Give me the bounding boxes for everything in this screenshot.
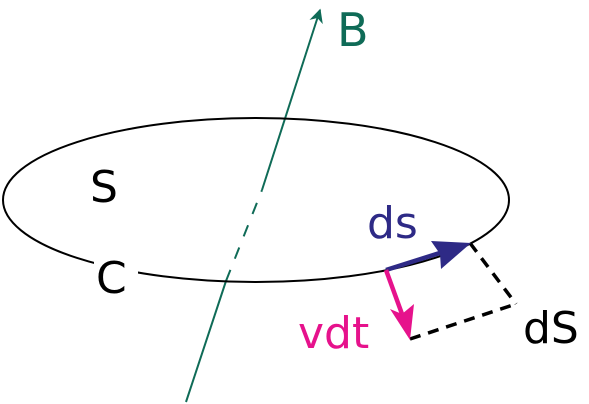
area-edge-bottom xyxy=(409,302,517,341)
field-line-upper xyxy=(261,8,323,191)
vdt-vector-shaft xyxy=(383,269,405,315)
ds-vector-arrowhead xyxy=(431,241,471,269)
line-element-label: ds xyxy=(367,198,418,249)
field-line-hidden xyxy=(225,189,263,282)
vdt-vector-arrowhead xyxy=(390,304,414,340)
curve-label-background xyxy=(94,250,138,300)
field-line-lower xyxy=(185,280,227,403)
curve-c-ellipse xyxy=(2,117,510,283)
field-label: B xyxy=(337,3,369,57)
ds-vector-shaft xyxy=(385,248,447,273)
surface-label: S xyxy=(90,162,118,213)
curve-label: C xyxy=(96,253,127,304)
displacement-label: vdt xyxy=(298,308,369,359)
area-element-label: dS xyxy=(523,303,579,354)
area-edge-right xyxy=(468,241,518,306)
